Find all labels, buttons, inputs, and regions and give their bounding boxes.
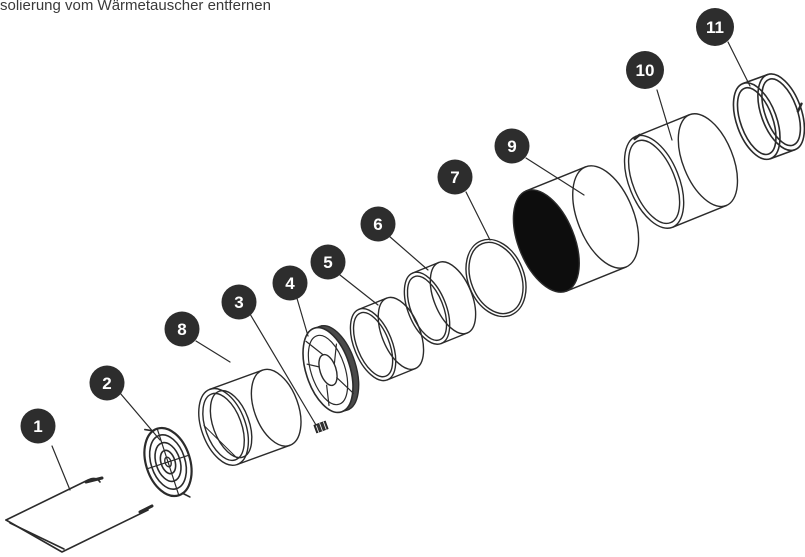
part-ring-6	[403, 261, 477, 345]
callout-4-label: 4	[285, 274, 295, 293]
callout-11: 11	[696, 8, 734, 46]
callout-6: 6	[360, 206, 396, 242]
callout-3-label: 3	[234, 293, 243, 312]
caption-text: solierung vom Wärmetauscher entfernen	[0, 0, 271, 14]
callout-7: 7	[437, 159, 473, 195]
callout-2: 2	[89, 365, 125, 401]
callout-11-label: 11	[706, 18, 724, 37]
callout-9: 9	[494, 128, 530, 164]
callout-5: 5	[310, 244, 346, 280]
callout-5-label: 5	[323, 253, 332, 272]
callout-9-label: 9	[507, 137, 516, 156]
part-heat-exchanger-sleeve	[623, 113, 739, 229]
callout-3: 3	[221, 284, 257, 320]
part-seal-ring	[465, 238, 527, 318]
callout-1-label: 1	[33, 417, 42, 436]
callout-8-label: 8	[177, 320, 186, 339]
callout-7-label: 7	[450, 168, 459, 187]
callout-2-label: 2	[102, 374, 111, 393]
callout-4: 4	[272, 265, 308, 301]
part-fan	[302, 325, 360, 414]
part-filter-cylinder	[512, 165, 640, 293]
part-connector	[313, 420, 329, 434]
callout-6-label: 6	[373, 215, 382, 234]
part-heating-wire	[5, 476, 154, 553]
callout-8: 8	[164, 311, 200, 347]
callout-1: 1	[20, 408, 56, 444]
callout-10: 10	[626, 51, 664, 89]
part-front-housing	[198, 368, 302, 466]
part-fan-grille	[143, 426, 193, 498]
part-ring-5	[349, 296, 425, 382]
callout-10-label: 10	[636, 61, 655, 80]
part-rear-ring	[732, 73, 805, 161]
leader-lines	[51, 41, 751, 491]
